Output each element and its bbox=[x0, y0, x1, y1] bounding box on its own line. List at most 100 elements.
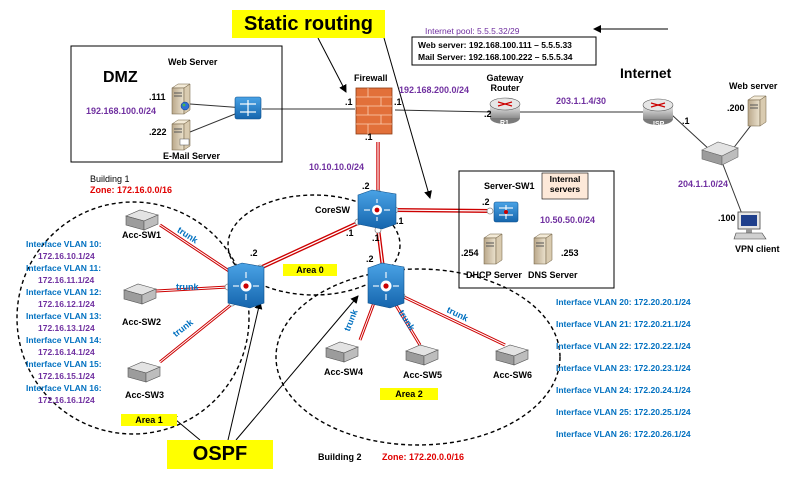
firewall-gateway-network: 192.168.200.0/24 bbox=[399, 85, 470, 95]
gateway-router-icon[interactable] bbox=[489, 97, 521, 124]
server-network: 10.50.50.0/24 bbox=[540, 215, 596, 225]
vlan20: Interface VLAN 20: 172.20.20.1/24 bbox=[556, 297, 691, 307]
building2-zone: Zone: 172.20.0.0/16 bbox=[382, 452, 465, 462]
server-switch-interface: .2 bbox=[482, 197, 490, 207]
gateway-router-interface: .2 bbox=[484, 109, 492, 119]
core-right-interface: .1 bbox=[396, 216, 404, 226]
vpn-client-pc-icon[interactable] bbox=[733, 211, 767, 240]
gateway-router-label: Gateway Router bbox=[486, 73, 524, 93]
internet-web-server-label: Web server bbox=[729, 81, 778, 91]
vlan15-label: Interface VLAN 15: bbox=[26, 359, 102, 369]
vlan22: Interface VLAN 22: 172.20.22.1/24 bbox=[556, 341, 691, 351]
nat-pool-label: Internet pool: 5.5.5.32/29 bbox=[425, 26, 520, 36]
vlan11-ip: 172.16.11.1/24 bbox=[38, 275, 95, 285]
firewall-icon[interactable] bbox=[355, 87, 393, 135]
access-switch-5-icon[interactable] bbox=[405, 344, 439, 366]
vlan13-label: Interface VLAN 13: bbox=[26, 311, 102, 321]
acc-sw6-label: Acc-SW6 bbox=[493, 370, 533, 380]
internet-web-server-ip: .200 bbox=[727, 103, 745, 113]
server-switch-label: Server-SW1 bbox=[484, 181, 535, 191]
internet-title: Internet bbox=[620, 65, 672, 81]
dns-server-ip: .253 bbox=[561, 248, 579, 258]
dns-server-icon[interactable] bbox=[533, 233, 553, 265]
internet-switch-icon[interactable] bbox=[701, 141, 739, 166]
dmz-web-server-icon[interactable] bbox=[171, 83, 191, 115]
isp-link-network: 203.1.1.4/30 bbox=[556, 96, 607, 106]
core-down-interface: .1 bbox=[372, 233, 380, 243]
core-switch-icon[interactable] bbox=[357, 189, 397, 230]
ospf-callout: OSPF bbox=[167, 440, 273, 469]
area1-boundary bbox=[16, 201, 250, 435]
area0-label: Area 0 bbox=[283, 264, 337, 276]
building2-title: Building 2 bbox=[318, 452, 362, 462]
dmz-web-server-label: Web Server bbox=[168, 57, 218, 67]
dhcp-server-icon[interactable] bbox=[483, 233, 503, 265]
acc-sw4-label: Acc-SW4 bbox=[324, 367, 364, 377]
acc-sw5-label: Acc-SW5 bbox=[403, 370, 443, 380]
building1-title: Building 1 bbox=[90, 174, 130, 184]
server-switch-icon[interactable] bbox=[493, 201, 519, 223]
vlan26: Interface VLAN 26: 172.20.26.1/24 bbox=[556, 429, 691, 439]
vlan23: Interface VLAN 23: 172.20.23.1/24 bbox=[556, 363, 691, 373]
vpn-client-ip: .100 bbox=[718, 213, 736, 223]
vlan13-ip: 172.16.13.1/24 bbox=[38, 323, 95, 333]
building1-dist-switch-icon[interactable] bbox=[227, 262, 265, 309]
dmz-web-ip: .111 bbox=[149, 92, 166, 102]
internal-servers-title: Internal servers bbox=[549, 174, 581, 194]
callout-arrows bbox=[169, 25, 668, 441]
vlan25: Interface VLAN 25: 172.20.25.1/24 bbox=[556, 407, 691, 417]
isp-interface: .1 bbox=[682, 116, 690, 126]
building2-dist-interface: .2 bbox=[366, 254, 374, 264]
acc-sw2-label: Acc-SW2 bbox=[122, 317, 162, 327]
vlan10-label: Interface VLAN 10: bbox=[26, 239, 102, 249]
building2-dist-switch-icon[interactable] bbox=[367, 262, 405, 309]
internal-servers-title-bg bbox=[541, 172, 589, 200]
isp-router-icon[interactable] bbox=[642, 98, 674, 125]
nat-web-mapping: Web server: 192.168.100.111 – 5.5.5.33 bbox=[418, 40, 572, 50]
access-switch-1-icon[interactable] bbox=[125, 209, 159, 231]
firewall-dmz-interface: .1 bbox=[345, 97, 353, 107]
firewall-label: Firewall bbox=[354, 73, 388, 83]
vlan10-ip: 172.16.10.1/24 bbox=[38, 251, 95, 261]
area2-boundary bbox=[275, 268, 561, 446]
vlan15-ip: 172.16.15.1/24 bbox=[38, 371, 95, 381]
internet-web-server-icon[interactable] bbox=[747, 95, 767, 127]
access-switch-6-icon[interactable] bbox=[495, 344, 529, 366]
vlan11-label: Interface VLAN 11: bbox=[26, 263, 102, 273]
access-switch-4-icon[interactable] bbox=[325, 341, 359, 363]
core-left-interface: .1 bbox=[346, 228, 354, 238]
nat-table-box bbox=[411, 36, 597, 66]
access-switch-3-icon[interactable] bbox=[127, 361, 161, 383]
dmz-title: DMZ bbox=[103, 69, 138, 86]
r1-label: R1 bbox=[500, 120, 509, 127]
dmz-mail-ip: .222 bbox=[149, 127, 167, 137]
dhcp-server-ip: .254 bbox=[461, 248, 479, 258]
dmz-mail-server-label: E-Mail Server bbox=[163, 151, 221, 161]
isp-lan-network: 204.1.1.0/24 bbox=[678, 179, 729, 189]
vlan12-label: Interface VLAN 12: bbox=[26, 287, 102, 297]
firewall-outside-interface: .1 bbox=[394, 97, 402, 107]
acc-sw3-label: Acc-SW3 bbox=[125, 390, 165, 400]
building1-dist-interface: .2 bbox=[250, 248, 258, 258]
dmz-switch-icon[interactable] bbox=[234, 96, 262, 120]
dmz-box bbox=[70, 45, 283, 163]
dmz-mail-server-icon[interactable] bbox=[171, 119, 191, 151]
dns-server-label: DNS Server bbox=[528, 270, 578, 280]
vlan14-label: Interface VLAN 14: bbox=[26, 335, 102, 345]
dhcp-server-label: DHCP Server bbox=[466, 270, 522, 280]
area1-label: Area 1 bbox=[121, 414, 177, 426]
vlan14-ip: 172.16.14.1/24 bbox=[38, 347, 95, 357]
acc-sw1-label: Acc-SW1 bbox=[122, 230, 162, 240]
trunk-label-sw2: trunk bbox=[176, 282, 199, 292]
dmz-network: 192.168.100.0/24 bbox=[86, 106, 157, 116]
vlan24: Interface VLAN 24: 172.20.24.1/24 bbox=[556, 385, 691, 395]
nat-mail-mapping: Mail Server: 192.168.100.222 – 5.5.5.34 bbox=[418, 52, 573, 62]
building1-zone: Zone: 172.16.0.0/16 bbox=[90, 185, 173, 195]
trunk-links bbox=[155, 142, 506, 364]
vlan12-ip: 172.16.12.1/24 bbox=[38, 299, 95, 309]
internal-servers-box bbox=[458, 170, 615, 289]
firewall-inside-interface: .1 bbox=[365, 132, 373, 142]
static-routing-callout: Static routing bbox=[232, 10, 385, 38]
access-switch-2-icon[interactable] bbox=[123, 283, 157, 305]
core-uplink-interface: .2 bbox=[362, 181, 370, 191]
